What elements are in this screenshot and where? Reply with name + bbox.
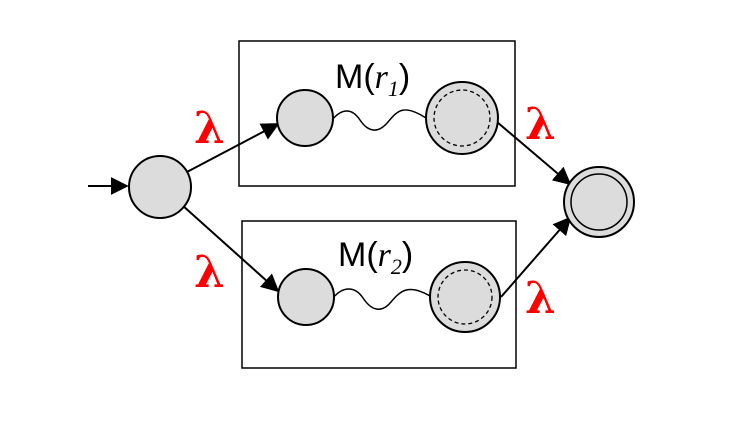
- edge-top-to-final: [496, 121, 572, 186]
- bottom-machine-start-state: [277, 268, 335, 326]
- lambda-lower-right: λ: [525, 273, 556, 324]
- lambda-upper-left: λ: [194, 103, 225, 154]
- edge-bottom-to-final: [500, 216, 572, 298]
- lambda-upper-right: λ: [525, 99, 556, 150]
- squiggle-bottom: [332, 288, 431, 310]
- final-accept-inner-ring: [570, 173, 628, 231]
- squiggle-top: [331, 109, 427, 131]
- top-machine-start-state: [276, 89, 334, 147]
- bottom-machine-final-dashed-ring: [437, 269, 493, 325]
- start-state: [128, 155, 192, 219]
- edge-start-to-top: [184, 123, 280, 174]
- edge-start-to-bottom: [181, 204, 280, 293]
- machine-label-bottom: M(r2): [338, 236, 413, 279]
- machine-label-top: M(r1): [335, 58, 410, 101]
- top-machine-final-state: [425, 81, 499, 155]
- lambda-lower-left: λ: [194, 247, 225, 298]
- final-accept-state: [563, 166, 635, 238]
- top-machine-final-dashed-ring: [433, 89, 491, 147]
- bottom-machine-final-state: [429, 261, 501, 333]
